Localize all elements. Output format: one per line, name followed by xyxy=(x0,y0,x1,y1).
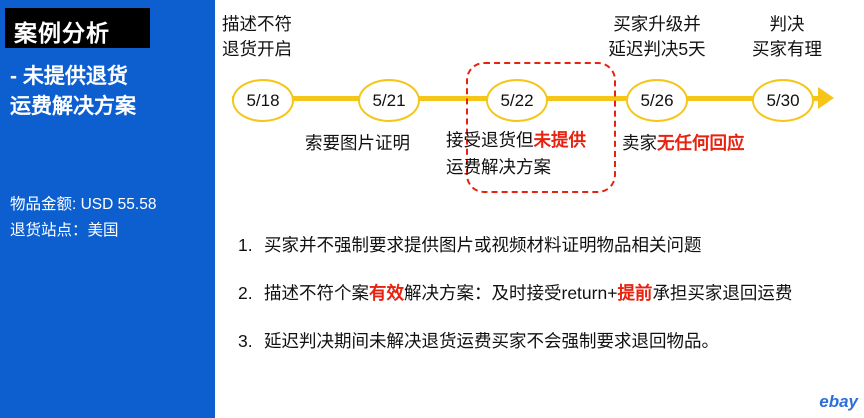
timeline-node-2: 5/22 xyxy=(486,79,548,122)
item-amount: 物品金额: USD 55.58 xyxy=(10,196,157,213)
timeline-label-below-2: 接受退货但未提供运费解决方案 xyxy=(446,127,596,181)
body-text: 解决方案：及时接受return+ xyxy=(404,283,618,303)
below-2-part2: 运费解决方案 xyxy=(446,157,551,177)
return-site: 退货站点：美国 xyxy=(10,222,119,239)
timeline-node-0: 5/18 xyxy=(232,79,294,122)
title-background xyxy=(5,8,150,48)
timeline-node-date-1: 5/21 xyxy=(372,90,406,110)
page-title: 案例分析 xyxy=(14,20,110,46)
timeline-node-3: 5/26 xyxy=(626,79,688,122)
below-3-part1: 卖家 xyxy=(622,133,657,153)
sidebar-panel xyxy=(0,0,215,418)
case-meta: 物品金额: USD 55.58 退货站点：美国 xyxy=(10,192,215,244)
list-item-text: 买家并不强制要求提供图片或视频材料证明物品相关问题 xyxy=(264,230,848,260)
timeline-label-above-4: 判决 买家有理 xyxy=(752,14,822,59)
timeline-label-above-3: 买家升级并 延迟判决5天 xyxy=(608,14,706,59)
timeline-node-4: 5/30 xyxy=(752,79,814,122)
timeline-node-date-4: 5/30 xyxy=(766,90,800,110)
ebay-logo: ebay xyxy=(819,392,858,412)
emphasis-text: 有效 xyxy=(369,283,404,303)
timeline-node-1: 5/21 xyxy=(358,79,420,122)
list-item-text: 描述不符个案有效解决方案：及时接受return+提前承担买家退回运费 xyxy=(264,278,848,308)
timeline-node-date-3: 5/26 xyxy=(640,90,674,110)
below-3-red: 无任何回应 xyxy=(657,133,745,153)
page-subtitle: - 未提供退货 运费解决方案 xyxy=(10,65,136,118)
below-2-part1: 接受退货但 xyxy=(446,130,534,150)
list-item: 1. 买家并不强制要求提供图片或视频材料证明物品相关问题 xyxy=(238,230,848,260)
ebay-logo-text: ebay xyxy=(819,392,858,411)
emphasis-text: 提前 xyxy=(617,283,653,303)
list-item-number: 3. xyxy=(238,331,253,351)
list-item-number: 2. xyxy=(238,283,253,303)
list-item-text: 延迟判决期间未解决退货运费买家不会强制要求退回物品。 xyxy=(264,326,848,356)
list-item: 3. 延迟判决期间未解决退货运费买家不会强制要求退回物品。 xyxy=(238,326,848,356)
timeline-node-date-0: 5/18 xyxy=(246,90,280,110)
body-text: 延迟判决期间未解决退货运费买家不会强制要求退回物品。 xyxy=(264,331,719,351)
list-item-number: 1. xyxy=(238,235,253,255)
body-text: 买家并不强制要求提供图片或视频材料证明物品相关问题 xyxy=(264,235,702,255)
timeline-label-above-0: 描述不符 退货开启 xyxy=(222,14,292,59)
timeline-arrow-icon xyxy=(818,87,834,109)
timeline-node-date-2: 5/22 xyxy=(500,90,534,110)
timeline-label-below-3: 卖家无任何回应 xyxy=(622,131,745,156)
body-text: 承担买家退回运费 xyxy=(652,283,793,303)
list-item: 2. 描述不符个案有效解决方案：及时接受return+提前承担买家退回运费 xyxy=(238,278,848,308)
below-2-red: 未提供 xyxy=(533,130,587,150)
numbered-list: 1. 买家并不强制要求提供图片或视频材料证明物品相关问题 2. 描述不符个案有效解决方… xyxy=(238,230,848,374)
timeline-label-below-1: 索要图片证明 xyxy=(305,133,410,153)
highlight-dashed-box xyxy=(466,62,616,193)
body-text: 描述不符个案 xyxy=(264,283,369,303)
